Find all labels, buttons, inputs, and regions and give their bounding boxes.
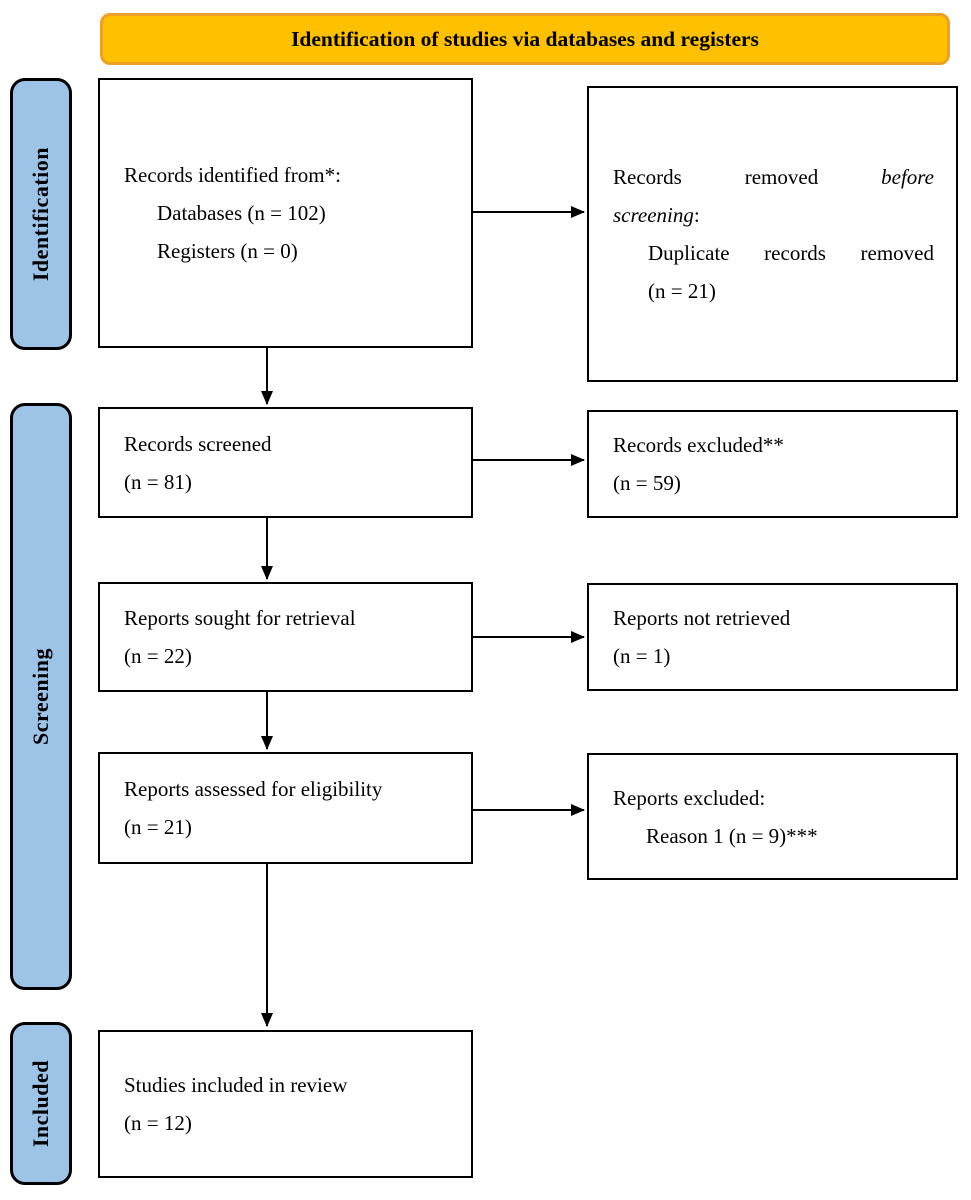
box-reports-sought: Reports sought for retrieval (n = 22) — [98, 582, 473, 692]
records-removed-title-colon: : — [693, 203, 700, 227]
stage-label-screening: Screening — [10, 403, 72, 990]
reports-not-retrieved-label: Reports not retrieved — [613, 606, 791, 630]
box-records-identified: Records identified from*: Databases (n =… — [98, 78, 473, 348]
records-removed-title-line2: screening: — [613, 196, 934, 234]
records-excluded-count: (n = 59) — [613, 471, 681, 495]
reports-assessed-count: (n = 21) — [124, 815, 192, 839]
records-removed-title-plain: Records removed — [613, 165, 819, 189]
records-removed-title-italic2: screening — [613, 203, 694, 227]
box-reports-not-retrieved: Reports not retrieved (n = 1) — [587, 583, 958, 691]
stage-label-identification: Identification — [10, 78, 72, 350]
banner-title: Identification of studies via databases … — [291, 26, 759, 51]
stage-identification-text: Identification — [28, 146, 53, 282]
records-identified-title: Records identified from*: — [124, 163, 341, 187]
box-reports-excluded: Reports excluded: Reason 1 (n = 9)*** — [587, 753, 958, 880]
records-excluded-label: Records excluded** — [613, 433, 784, 457]
records-identified-databases: Databases (n = 102) — [157, 201, 326, 225]
records-removed-title-italic1: before — [881, 165, 934, 189]
box-reports-assessed: Reports assessed for eligibility (n = 21… — [98, 752, 473, 864]
studies-included-label: Studies included in review — [124, 1073, 348, 1097]
stage-included-text: Included — [28, 1059, 53, 1148]
box-studies-included: Studies included in review (n = 12) — [98, 1030, 473, 1178]
reports-assessed-label: Reports assessed for eligibility — [124, 777, 383, 801]
reports-sought-count: (n = 22) — [124, 644, 192, 668]
records-removed-item-line2: (n = 21) — [648, 279, 716, 303]
reports-not-retrieved-count: (n = 1) — [613, 644, 671, 668]
stage-label-included: Included — [10, 1022, 72, 1185]
records-removed-title-line1: Records removed before — [613, 158, 934, 196]
reports-sought-label: Reports sought for retrieval — [124, 606, 356, 630]
banner: Identification of studies via databases … — [100, 13, 950, 65]
records-screened-count: (n = 81) — [124, 469, 192, 494]
records-identified-registers: Registers (n = 0) — [157, 239, 298, 263]
studies-included-count: (n = 12) — [124, 1111, 192, 1135]
records-screened-label: Records screened — [124, 431, 272, 456]
box-records-excluded: Records excluded** (n = 59) — [587, 410, 958, 518]
records-removed-item-line1: Duplicate records removed — [648, 241, 934, 265]
reports-excluded-reason1: Reason 1 (n = 9)*** — [646, 823, 818, 848]
reports-excluded-title: Reports excluded: — [613, 785, 766, 810]
box-records-screened: Records screened (n = 81) — [98, 407, 473, 518]
stage-screening-text: Screening — [28, 648, 53, 745]
box-records-removed: Records removed before screening: Duplic… — [587, 86, 958, 382]
